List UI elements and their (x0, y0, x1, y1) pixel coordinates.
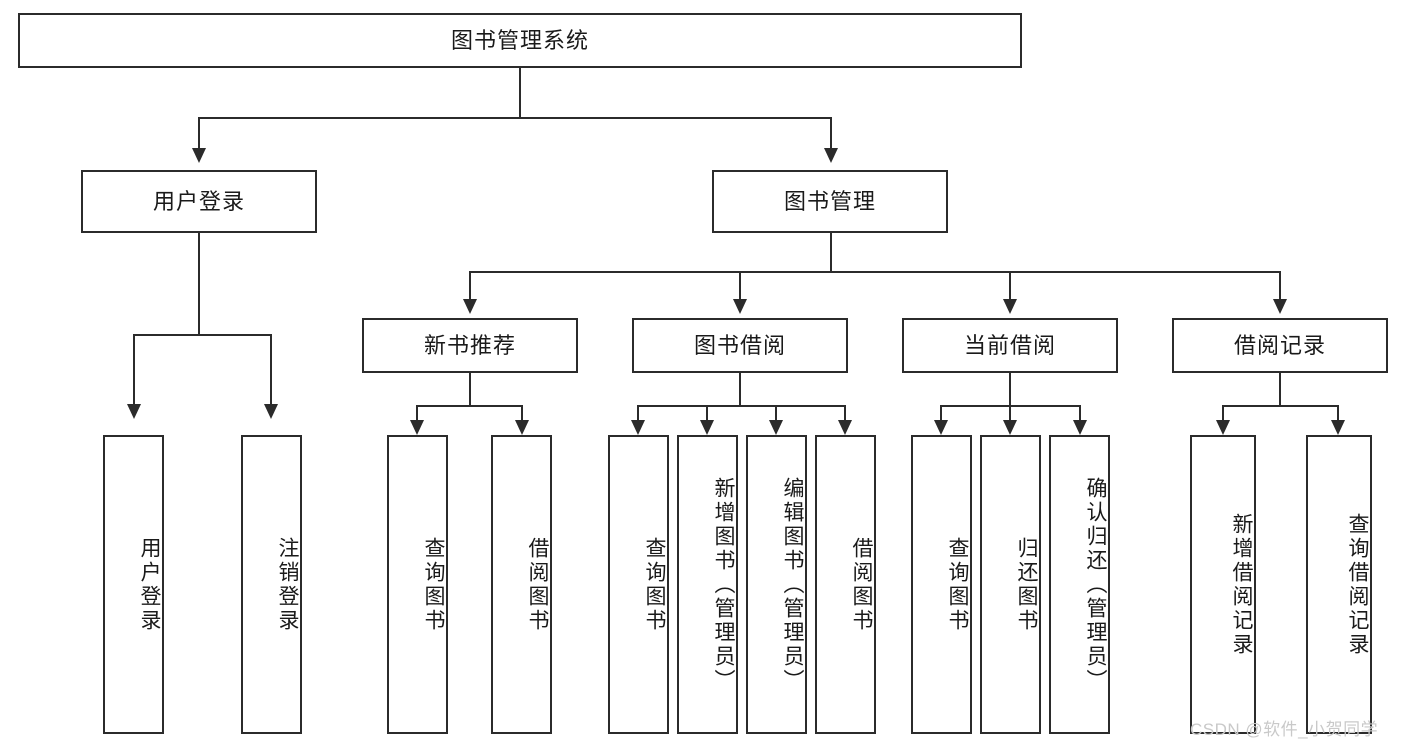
edge-book-manage-to-book-borrow (739, 271, 741, 301)
edge-book-borrow-to-leaf-1 (637, 405, 639, 423)
edge-user-login-bus (133, 334, 272, 336)
leaf-borrow-book-2[interactable]: 借阅图书 (815, 435, 876, 734)
edge-user-login-to-leaf-2 (270, 334, 272, 406)
edge-book-manage-bus (469, 271, 1281, 273)
leaf-query-book-2[interactable]: 查询图书 (608, 435, 669, 734)
arrow-user-login-to-leaf-2 (264, 404, 278, 419)
arrow-new-book-to-leaf-1 (410, 420, 424, 435)
arrow-root-to-user-login (192, 148, 206, 163)
edge-book-borrow-stem (739, 373, 741, 406)
edge-current-borrow-to-leaf-3 (1079, 405, 1081, 423)
arrow-book-manage-to-book-borrow (733, 299, 747, 314)
edge-root-to-user-login (198, 117, 200, 150)
edge-book-manage-to-borrow-record (1279, 271, 1281, 301)
leaf-add-book[interactable]: 新增图书（管理员） (677, 435, 738, 734)
edge-new-book-stem (469, 373, 471, 406)
arrow-book-borrow-to-leaf-1 (631, 420, 645, 435)
edge-book-borrow-to-leaf-2 (706, 405, 708, 423)
edge-new-book-to-leaf-2 (521, 405, 523, 423)
leaf-query-book-3-label: 查询图书 (946, 536, 969, 633)
csdn-watermark: CSDN @软件_小贺同学 (1190, 720, 1379, 739)
leaf-query-record[interactable]: 查询借阅记录 (1306, 435, 1372, 734)
edge-book-borrow-bus (637, 405, 845, 407)
leaf-edit-book[interactable]: 编辑图书（管理员） (746, 435, 807, 734)
leaf-user-login-label: 用户登录 (138, 536, 161, 633)
node-new-book-recommend[interactable]: 新书推荐 (362, 318, 578, 373)
edge-new-book-bus (416, 405, 523, 407)
leaf-query-book-2-label: 查询图书 (643, 536, 666, 633)
arrow-current-borrow-to-leaf-1 (934, 420, 948, 435)
edge-root-to-book-manage (830, 117, 832, 150)
edge-borrow-record-to-leaf-1 (1222, 405, 1224, 423)
node-current-borrow[interactable]: 当前借阅 (902, 318, 1118, 373)
node-book-borrow-label: 图书借阅 (693, 332, 786, 358)
leaf-return-book-label: 归还图书 (1015, 536, 1038, 633)
node-book-manage[interactable]: 图书管理 (712, 170, 948, 233)
arrow-book-borrow-to-leaf-3 (769, 420, 783, 435)
leaf-query-book-1[interactable]: 查询图书 (387, 435, 448, 734)
leaf-borrow-book-2-label: 借阅图书 (850, 536, 873, 633)
arrow-borrow-record-to-leaf-2 (1331, 420, 1345, 435)
edge-new-book-to-leaf-1 (416, 405, 418, 423)
edge-root-bus (198, 117, 832, 119)
leaf-add-record[interactable]: 新增借阅记录 (1190, 435, 1256, 734)
node-user-login-label: 用户登录 (152, 188, 245, 214)
leaf-confirm-return[interactable]: 确认归还（管理员） (1049, 435, 1110, 734)
leaf-user-logout[interactable]: 注销登录 (241, 435, 302, 734)
edge-book-manage-stem (830, 233, 832, 272)
edge-book-manage-to-current-borrow (1009, 271, 1011, 301)
edge-book-manage-to-new-book (469, 271, 471, 301)
edge-user-login-to-leaf-1 (133, 334, 135, 406)
leaf-user-logout-label: 注销登录 (276, 536, 299, 633)
arrow-current-borrow-to-leaf-2 (1003, 420, 1017, 435)
leaf-borrow-book-1-label: 借阅图书 (526, 536, 549, 633)
arrow-root-to-book-manage (824, 148, 838, 163)
edge-borrow-record-bus (1222, 405, 1339, 407)
edge-current-borrow-to-leaf-2 (1009, 405, 1011, 423)
arrow-book-manage-to-current-borrow (1003, 299, 1017, 314)
node-root-label: 图书管理系统 (450, 27, 589, 53)
leaf-borrow-book-1[interactable]: 借阅图书 (491, 435, 552, 734)
leaf-edit-book-label: 编辑图书（管理员） (781, 476, 804, 693)
node-current-borrow-label: 当前借阅 (963, 332, 1056, 358)
node-new-book-recommend-label: 新书推荐 (423, 332, 516, 358)
node-book-borrow[interactable]: 图书借阅 (632, 318, 848, 373)
node-borrow-record-label: 借阅记录 (1233, 332, 1326, 358)
edge-root-stem (519, 68, 521, 118)
arrow-user-login-to-leaf-1 (127, 404, 141, 419)
arrow-book-borrow-to-leaf-4 (838, 420, 852, 435)
arrow-new-book-to-leaf-2 (515, 420, 529, 435)
arrow-book-manage-to-borrow-record (1273, 299, 1287, 314)
leaf-return-book[interactable]: 归还图书 (980, 435, 1041, 734)
leaf-user-login[interactable]: 用户登录 (103, 435, 164, 734)
node-borrow-record[interactable]: 借阅记录 (1172, 318, 1388, 373)
leaf-add-record-label: 新增借阅记录 (1230, 512, 1253, 657)
leaf-confirm-return-label: 确认归还（管理员） (1084, 476, 1107, 693)
edge-user-login-stem (198, 233, 200, 335)
leaf-add-book-label: 新增图书（管理员） (712, 476, 735, 693)
edge-current-borrow-stem (1009, 373, 1011, 406)
arrow-book-borrow-to-leaf-2 (700, 420, 714, 435)
arrow-book-manage-to-new-book (463, 299, 477, 314)
edge-borrow-record-stem (1279, 373, 1281, 406)
edge-current-borrow-to-leaf-1 (940, 405, 942, 423)
node-root[interactable]: 图书管理系统 (18, 13, 1022, 68)
edge-borrow-record-to-leaf-2 (1337, 405, 1339, 423)
arrow-borrow-record-to-leaf-1 (1216, 420, 1230, 435)
node-book-manage-label: 图书管理 (783, 188, 876, 214)
edge-book-borrow-to-leaf-3 (775, 405, 777, 423)
edge-book-borrow-to-leaf-4 (844, 405, 846, 423)
node-user-login[interactable]: 用户登录 (81, 170, 317, 233)
leaf-query-book-1-label: 查询图书 (422, 536, 445, 633)
leaf-query-book-3[interactable]: 查询图书 (911, 435, 972, 734)
arrow-current-borrow-to-leaf-3 (1073, 420, 1087, 435)
leaf-query-record-label: 查询借阅记录 (1346, 512, 1369, 657)
